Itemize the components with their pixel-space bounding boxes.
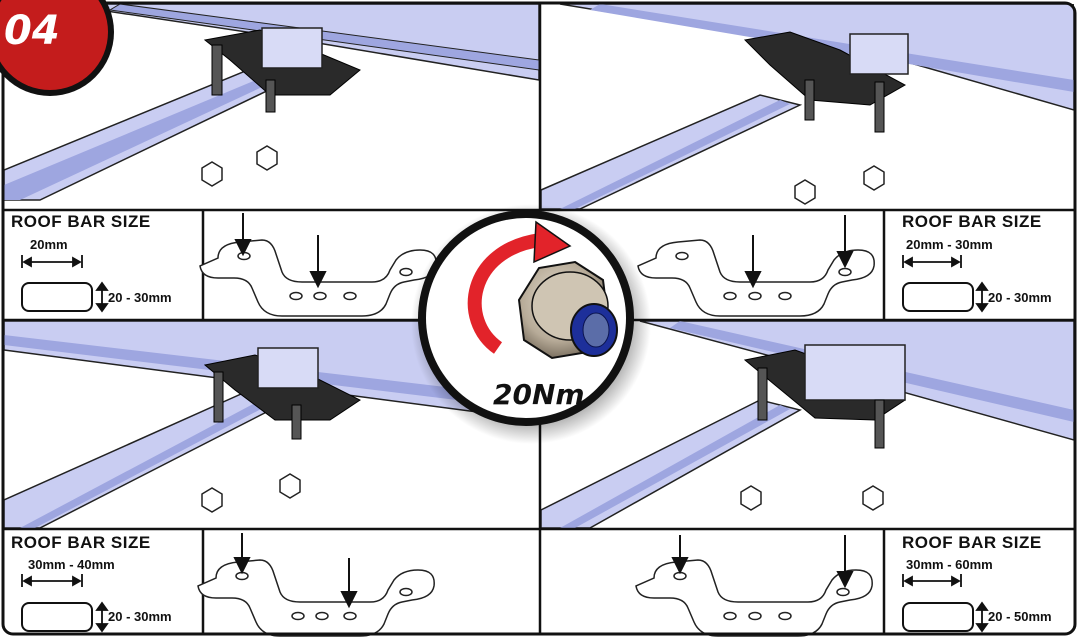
bracket xyxy=(203,347,361,440)
step-badge xyxy=(0,0,114,96)
arrow-icon xyxy=(671,535,854,589)
torque-value: 20Nm xyxy=(493,378,585,411)
nut-icon xyxy=(794,165,885,205)
rotate-arrow-icon xyxy=(467,220,572,354)
width-label: 20mm xyxy=(30,237,68,252)
panel-title: ROOF BAR SIZE xyxy=(11,533,151,552)
width-label: 30mm - 40mm xyxy=(28,557,115,572)
panel-title: ROOF BAR SIZE xyxy=(11,212,151,231)
bracket-diagram-top-right xyxy=(637,239,875,317)
nut-icon xyxy=(201,473,301,513)
bracket xyxy=(743,344,906,449)
nut-icon xyxy=(740,485,884,511)
panel-title: ROOF BAR SIZE xyxy=(902,533,1042,552)
scene-top-left xyxy=(4,4,539,209)
height-label: 20 - 30mm xyxy=(108,609,172,624)
bracket xyxy=(203,27,361,113)
arrow-icon xyxy=(233,533,358,609)
height-label: 20 - 50mm xyxy=(988,609,1052,624)
nut-icon xyxy=(517,260,618,360)
height-label: 20 - 30mm xyxy=(108,290,172,305)
height-label: 20 - 30mm xyxy=(988,290,1052,305)
scene-top-right xyxy=(541,4,1074,209)
arrow-icon xyxy=(234,213,327,289)
nut-icon xyxy=(201,145,278,187)
bracket-diagram-bottom-right xyxy=(635,559,873,637)
bracket xyxy=(743,31,909,133)
torque-callout xyxy=(411,204,651,444)
arrow-icon xyxy=(744,215,854,289)
width-label: 20mm - 30mm xyxy=(906,237,993,252)
roof-bar-size-icon xyxy=(21,255,989,633)
width-label: 30mm - 60mm xyxy=(906,557,993,572)
bracket-diagram-bottom-left xyxy=(197,559,435,637)
step-number: 04 xyxy=(4,8,60,54)
panel-title: ROOF BAR SIZE xyxy=(902,212,1042,231)
scene-bottom-right xyxy=(541,321,1074,528)
